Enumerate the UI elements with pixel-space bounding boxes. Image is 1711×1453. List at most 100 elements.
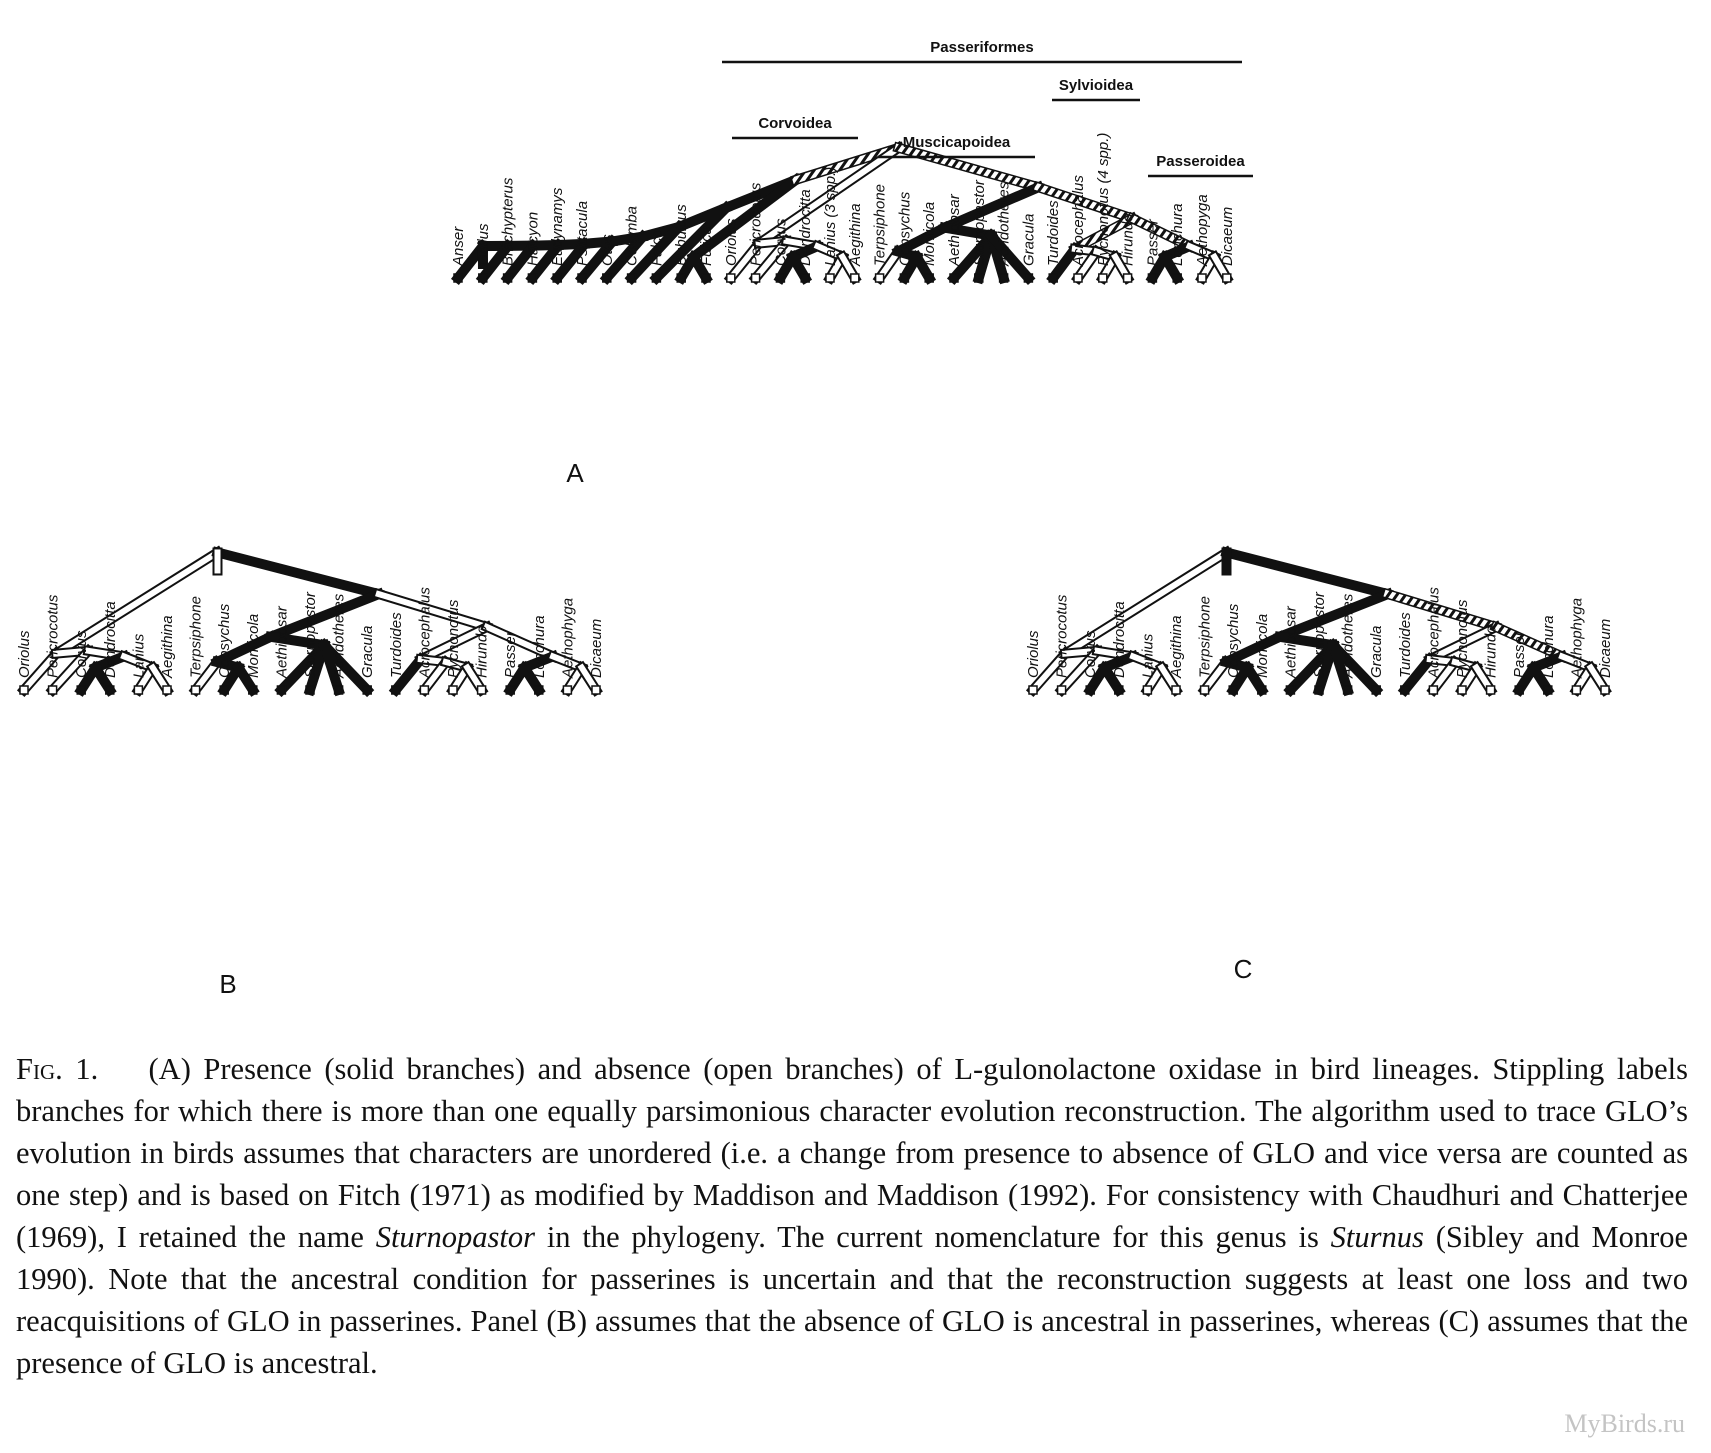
taxon-label-copsychus: Copsychus <box>216 603 233 678</box>
state-marker-copsychus <box>1228 685 1238 695</box>
state-marker-aethiposar <box>1285 685 1296 695</box>
taxon-label-monticola: Monticola <box>245 614 262 678</box>
branch-b-22 <box>317 638 375 698</box>
taxon-label-aethiposar: Aethiposar <box>1282 605 1299 679</box>
state-marker-aegithina <box>1171 685 1181 695</box>
taxon-label-dendrocitta: Dendrocitta <box>1111 601 1128 678</box>
state-marker-lanius <box>133 685 144 695</box>
state-marker-lonchura <box>1543 685 1553 695</box>
tree-branches <box>16 140 1612 698</box>
branch-a-33 <box>894 143 1043 192</box>
state-marker-oriolus <box>1028 685 1038 695</box>
taxon-label-lonchura: Lonchura <box>1540 615 1557 678</box>
taxon-label-dendrocitta: Dendrocitta <box>797 189 814 266</box>
taxon-label-passer: Passer <box>1511 630 1528 678</box>
state-marker-turdoides <box>1400 685 1410 695</box>
state-marker-falco <box>651 273 662 283</box>
branch-a-34 <box>938 180 1046 235</box>
taxon-label-gracula: Gracula <box>359 625 376 678</box>
state-marker-sturnopastor <box>305 685 315 695</box>
taxon-label-fulica: Fulica <box>698 226 715 266</box>
branch-a-45 <box>1034 182 1137 223</box>
taxon-label-turdoides: Turdoides <box>1397 612 1414 678</box>
taxon-label-passer: Passer <box>1144 218 1161 266</box>
state-marker-acridotheres <box>998 273 1009 283</box>
state-marker-terpsiphone <box>1199 685 1210 695</box>
taxon-label-gracula: Gracula <box>1020 213 1037 266</box>
state-marker-acridotheres <box>333 685 344 695</box>
taxon-label-sturnopastor: Sturnopastor <box>302 591 319 678</box>
branch-c-24 <box>1425 622 1500 664</box>
taxon-label-monticola: Monticola <box>1254 614 1271 678</box>
taxon-label-dicaeum: Dicaeum <box>1597 619 1614 678</box>
taxon-label-terpsiphone: Terpsiphone <box>188 596 205 678</box>
caption-text-2: in the phylogeny. The current nomenclatu… <box>546 1220 1319 1254</box>
taxon-label-aethiposar: Aethiposar <box>273 605 290 679</box>
taxon-label-brachypterus: Brachypterus <box>500 177 517 266</box>
group-label-passeriformes: Passeriformes <box>930 39 1033 56</box>
taxon-label-hirundo: Hirundo <box>1120 213 1137 266</box>
group-label-sylvioidea: Sylvioidea <box>1059 77 1134 94</box>
taxon-label-dicaeum: Dicaeum <box>1219 207 1236 266</box>
figure-caption: Fig. 1. (A) Presence (solid branches) an… <box>16 1048 1688 1384</box>
state-marker-dicaeum <box>591 685 601 695</box>
state-marker-terpsiphone <box>190 685 201 695</box>
taxon-label-lonchura: Lonchura <box>531 615 548 678</box>
branch-a-12 <box>599 229 650 286</box>
state-marker-dicaeum <box>1600 685 1610 695</box>
taxon-label-acridotheres: Acridotheres <box>996 181 1013 267</box>
state-marker-aethophyga <box>562 685 573 695</box>
group-label-passeroidea: Passeroidea <box>1156 153 1245 170</box>
state-marker-oriolus <box>726 273 736 283</box>
state-marker-aethophyga <box>1571 685 1582 695</box>
branch-c-22 <box>1326 638 1384 698</box>
state-marker-dicaeum <box>1222 273 1232 283</box>
branch-a-16 <box>649 200 734 286</box>
state-marker-gracula <box>1371 685 1381 695</box>
group-label-muscicapoidea: Muscicapoidea <box>903 134 1011 151</box>
branch-b-25 <box>388 652 428 698</box>
taxon-label-anser: Anser <box>450 226 467 267</box>
state-marker-gallus <box>478 273 488 283</box>
state-marker-oriolus <box>19 685 29 695</box>
branch-a-44 <box>984 228 1036 286</box>
caption-text-1: (A) Presence (solid branches) and absenc… <box>16 1052 1688 1254</box>
caption-text-3: (Sibley and Monroe 1990). Note that the … <box>16 1220 1689 1380</box>
state-marker-corvus <box>1085 685 1095 695</box>
taxon-label-aegithina: Aegithina <box>847 203 864 267</box>
state-marker-passer <box>1147 273 1158 283</box>
state-marker-pericrocotus <box>750 273 761 283</box>
group-label-corvoidea: Corvoidea <box>758 115 832 132</box>
state-marker-corvus <box>76 685 86 695</box>
branch-c-25 <box>1397 652 1437 698</box>
state-marker-acrocephalus <box>419 685 430 695</box>
branch-a-8 <box>550 236 592 286</box>
state-marker-bubulcus <box>676 273 686 283</box>
taxon-label-oriolus: Oriolus <box>1025 630 1042 678</box>
state-marker-turdoides <box>1048 273 1058 283</box>
taxon-label-psittacula: Psittacula <box>574 201 591 266</box>
branch-a-21 <box>791 143 903 185</box>
branch-c-11 <box>1220 546 1394 601</box>
caption-genus-2: Sturnus <box>1330 1220 1424 1254</box>
state-marker-gracula <box>362 685 372 695</box>
taxon-label-pericrocotus: Pericrocotus <box>748 182 765 266</box>
state-marker-fulica <box>701 273 711 283</box>
taxon-label-aethopyga: Aethopyga <box>1194 194 1211 267</box>
branch-b-0 <box>52 548 222 658</box>
taxon-label-halcyon: Halcyon <box>524 212 541 266</box>
taxon-label-gracula: Gracula <box>1368 625 1385 678</box>
state-marker-turdoides <box>391 685 401 695</box>
state-marker-copsychus <box>899 273 910 283</box>
state-marker-corvus <box>775 273 786 283</box>
state-marker-pericrocotus <box>1056 685 1067 695</box>
branch-a-14 <box>624 219 686 286</box>
branch-c-23 <box>1383 589 1501 632</box>
state-marker-sturnopastor <box>974 273 984 283</box>
branch-b-24 <box>416 622 491 664</box>
branch-b-18 <box>264 631 331 651</box>
state-marker-columba <box>626 273 637 283</box>
branch-a-6 <box>525 237 566 286</box>
taxon-label-falco: Falco <box>648 229 665 266</box>
